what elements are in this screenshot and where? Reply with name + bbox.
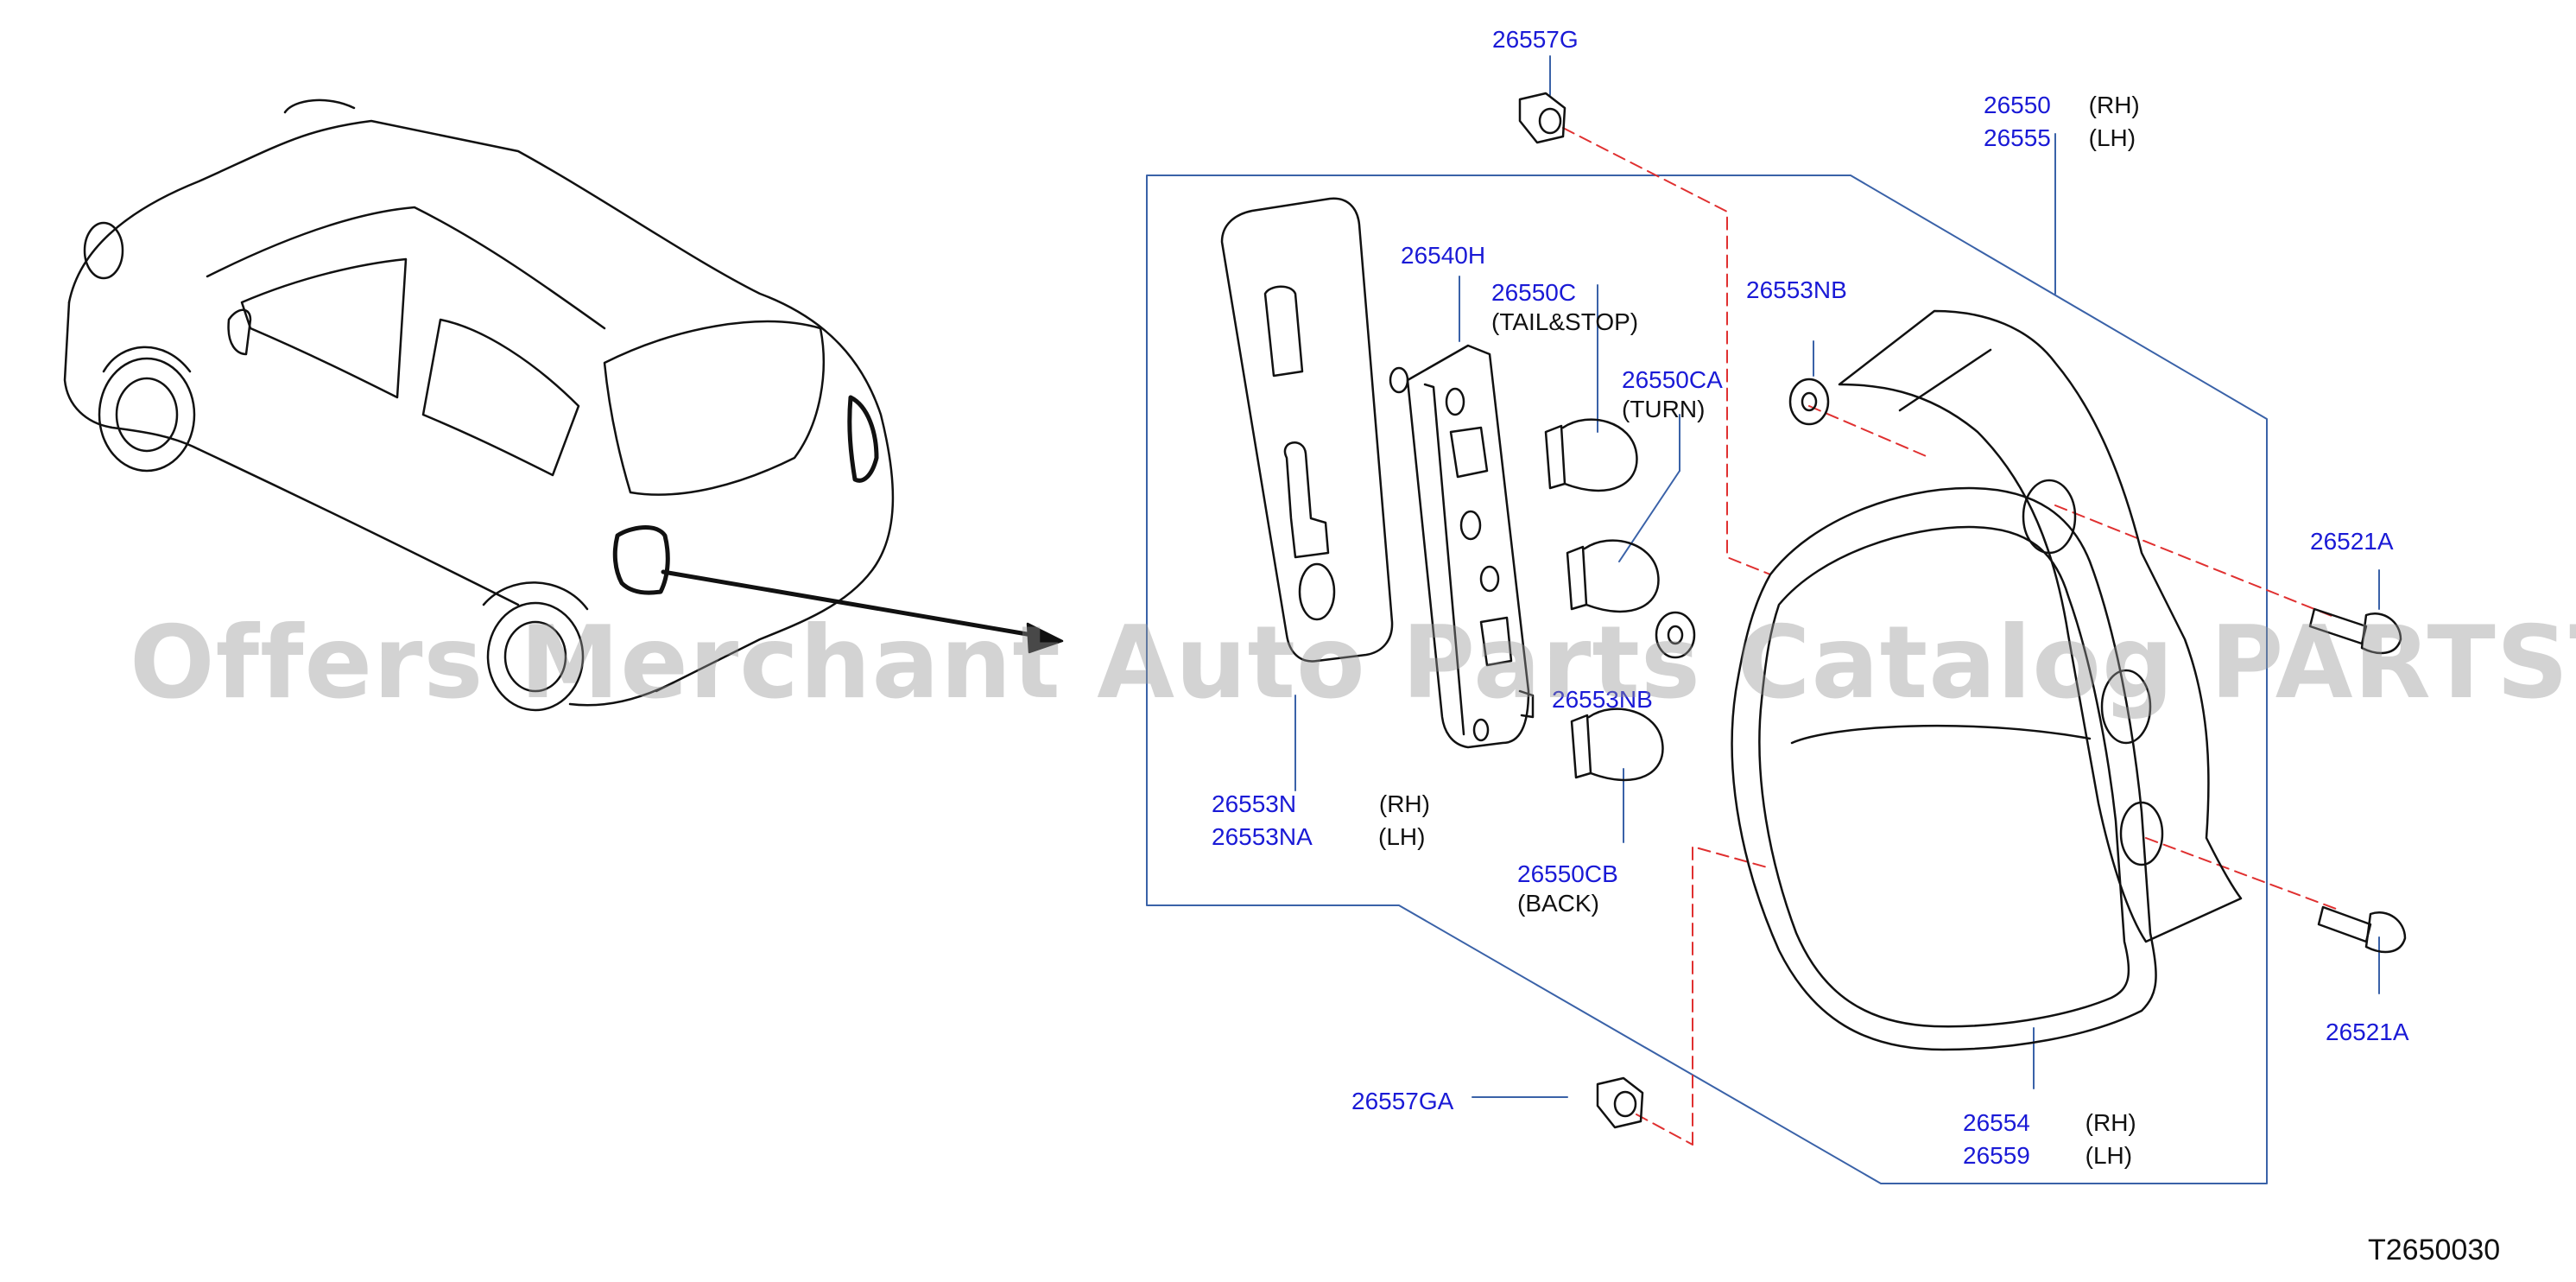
part-number: 26550CB: [1517, 860, 1618, 887]
part-number: 26557GA: [1351, 1088, 1454, 1114]
part-number: 26550CA: [1622, 366, 1723, 393]
callout-26553n[interactable]: 26553N (RH): [1212, 792, 1430, 816]
part-number: 26553NA: [1212, 823, 1312, 850]
part-number: 26521A: [2326, 1019, 2409, 1045]
pointer-arrow: [661, 569, 1064, 654]
lamp-lens-part: [1731, 486, 2157, 1051]
part-number: 26553NB: [1746, 276, 1847, 303]
part-number: 26555: [1984, 124, 2051, 151]
alignment-lines: [1562, 127, 2337, 1146]
part-number: 26550: [1984, 92, 2051, 118]
callout-26557ga[interactable]: 26557GA: [1351, 1089, 1453, 1114]
bulb-type-note: (TAIL&STOP): [1491, 308, 1639, 335]
side-note: (RH): [2085, 1109, 2136, 1136]
assembly-frame: [1146, 55, 2380, 1184]
part-number: 26550C: [1491, 279, 1577, 306]
part-number: 26540H: [1401, 242, 1486, 269]
callout-26521a-bottom[interactable]: 26521A: [2326, 1020, 2409, 1044]
callout-26553nb-top[interactable]: 26553NB: [1746, 278, 1847, 302]
callout-26555[interactable]: 26555 (LH): [1984, 126, 2136, 150]
car-illustration: [63, 98, 895, 712]
callout-26554[interactable]: 26554 (RH): [1963, 1111, 2136, 1135]
callout-26550cb[interactable]: 26550CB (BACK): [1517, 862, 1618, 916]
callout-26550c[interactable]: 26550C (TAIL&STOP): [1491, 281, 1638, 334]
callout-26553na[interactable]: 26553NA (LH): [1212, 825, 1425, 849]
watermark-text: Offers Merchant Auto Parts Catalog PARTS…: [130, 605, 2576, 721]
bulb-type-note: (TURN): [1622, 396, 1706, 422]
part-number: 26554: [1963, 1109, 2030, 1136]
socket-plate-part: [1389, 344, 1535, 749]
part-number: 26559: [1963, 1142, 2030, 1169]
bulb-type-note: (BACK): [1517, 890, 1599, 917]
callout-26550ca[interactable]: 26550CA (TURN): [1622, 368, 1723, 422]
side-note: (RH): [2088, 92, 2140, 118]
callout-26540h[interactable]: 26540H: [1401, 244, 1485, 268]
part-number: 26553NB: [1552, 686, 1653, 713]
side-note: (RH): [1378, 790, 1430, 817]
bulbs: [1544, 418, 1664, 782]
bolts: [2308, 607, 2407, 954]
callout-26553nb-mid[interactable]: 26553NB: [1552, 688, 1653, 712]
side-note: (LH): [1378, 823, 1426, 850]
gasket-part: [1220, 197, 1394, 663]
diagram-reference-code: T2650030: [2368, 1234, 2501, 1266]
side-note: (LH): [2085, 1142, 2133, 1169]
callout-26550[interactable]: 26550 (RH): [1984, 93, 2140, 117]
callout-26521a-top[interactable]: 26521A: [2310, 530, 2394, 554]
grommets: [1655, 378, 1830, 659]
side-note: (LH): [2088, 124, 2136, 151]
callout-26559[interactable]: 26559 (LH): [1963, 1144, 2132, 1168]
clips: [1518, 92, 1644, 1129]
callout-26557g[interactable]: 26557G: [1492, 28, 1579, 52]
part-number: 26557G: [1492, 26, 1579, 53]
part-number: 26521A: [2310, 528, 2394, 555]
part-number: 26553N: [1212, 790, 1297, 817]
